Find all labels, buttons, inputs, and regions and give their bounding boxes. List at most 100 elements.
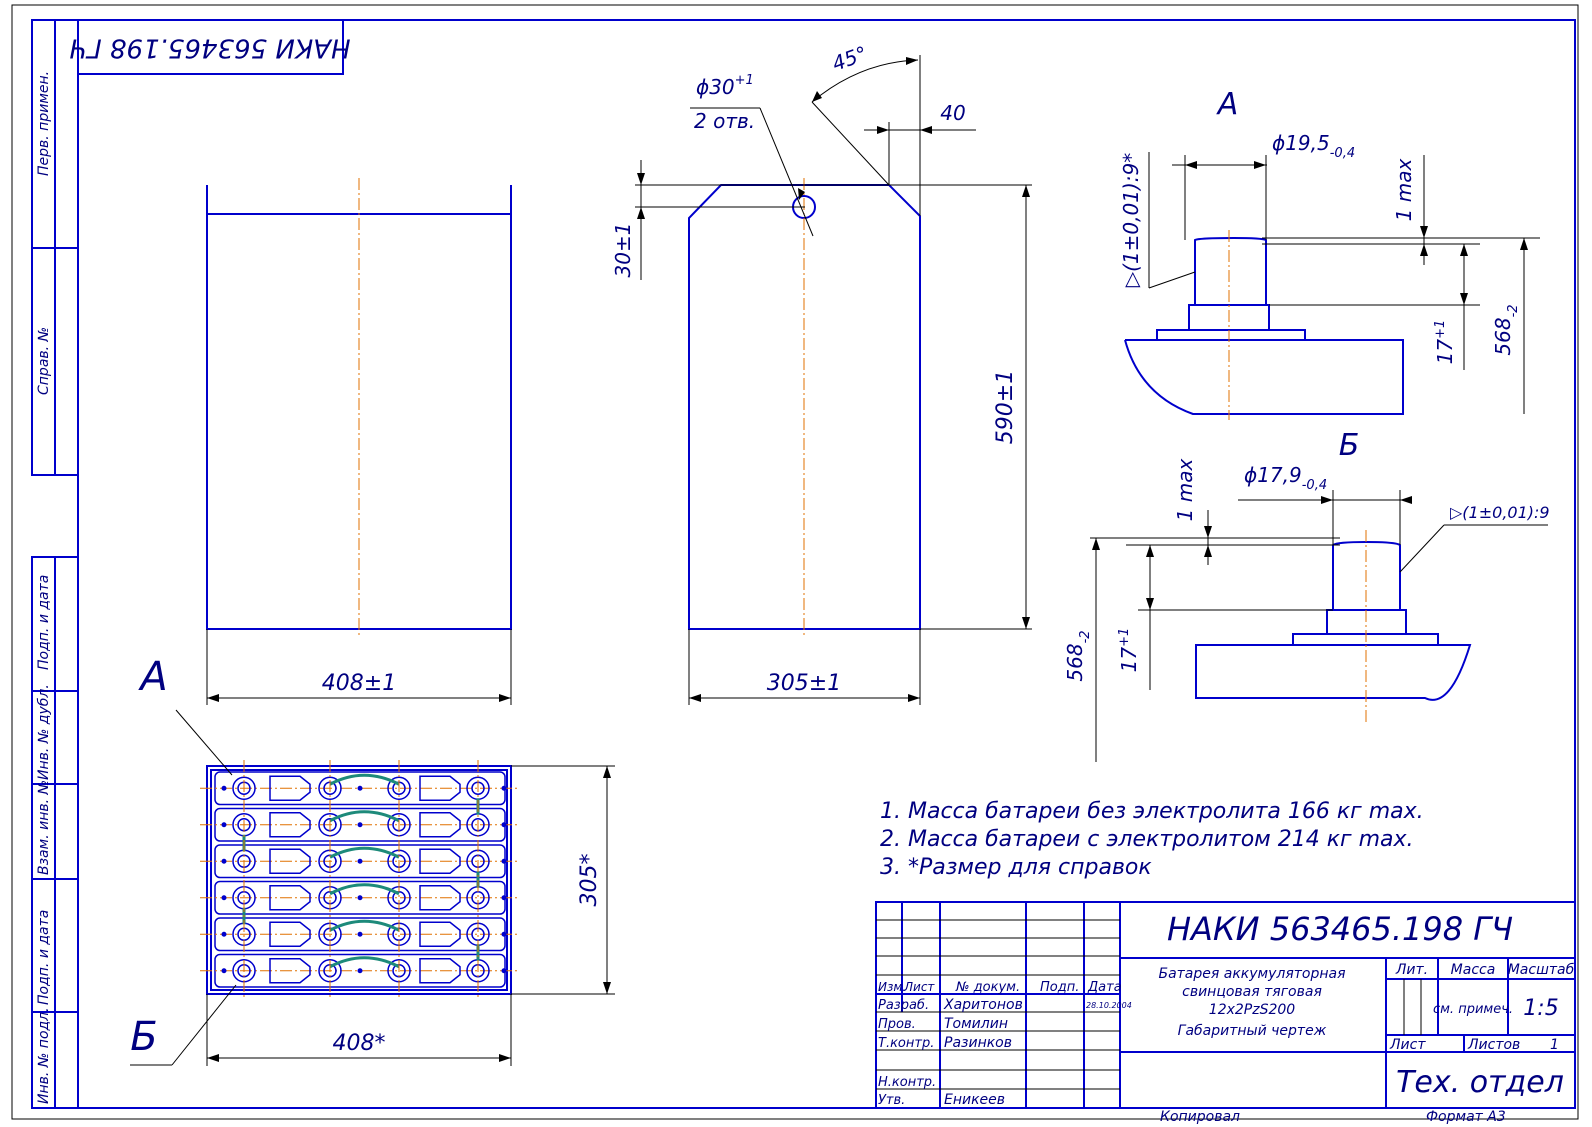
cell-marker <box>357 822 363 828</box>
view-a-max: 1 max <box>1392 159 1416 222</box>
title-line: 12х2PzS200 <box>1209 1002 1295 1018</box>
front-view: 408±1 <box>206 178 512 705</box>
cell-marker <box>501 931 507 937</box>
vent-plug <box>419 885 461 911</box>
side-label: Взам. инв. № <box>36 780 52 875</box>
org-name: Тех. отдел <box>1396 1065 1564 1100</box>
role-norm-control: Н.контр. <box>878 1075 936 1090</box>
note-3: 3. *Размер для справок <box>880 855 1152 880</box>
callout-b: Б <box>130 1014 157 1060</box>
role-tech-control: Т.контр. <box>878 1036 934 1051</box>
col-header-date: Дата <box>1087 980 1122 995</box>
cell-marker <box>221 895 227 901</box>
vent-plug <box>419 775 461 801</box>
vent-plug <box>269 848 311 874</box>
side-label: Подп. и дата <box>36 575 52 670</box>
view-b-h17: 17+1 <box>1117 628 1141 673</box>
title-line: Габаритный чертеж <box>1178 1023 1327 1039</box>
side-margin-table: Перв. примен. Справ. № Подп. и дата Инв.… <box>31 19 79 1109</box>
doc-number: НАКИ 563465.198 ГЧ <box>1167 910 1513 948</box>
cell-marker <box>501 822 507 828</box>
terminal-post <box>387 776 411 800</box>
dim-plan-width: 408* <box>333 1031 386 1056</box>
vent-plug <box>269 812 311 838</box>
dim-side-width: 305±1 <box>767 671 841 696</box>
role-developer: Разраб. <box>878 998 929 1013</box>
sheets-label: Листов <box>1467 1037 1520 1053</box>
vent-plug <box>269 958 311 984</box>
cell-marker <box>357 931 363 937</box>
role-checker: Пров. <box>878 1017 916 1032</box>
note-1: 1. Масса батареи без электролита 166 кг … <box>880 799 1424 824</box>
view-b-taper: ▷(1±0,01):9 <box>1450 503 1550 522</box>
terminal-post <box>232 776 256 800</box>
cell-connector <box>329 883 400 896</box>
cell-marker <box>357 968 363 974</box>
cell-marker <box>357 785 363 791</box>
vent-plug <box>419 958 461 984</box>
terminal-post <box>318 776 342 800</box>
view-a-dia: ϕ19,5-0,4 <box>1272 131 1355 161</box>
cell-connector <box>329 810 400 823</box>
lit-label: Лит. <box>1395 962 1428 978</box>
vent-plug <box>419 848 461 874</box>
vent-plug <box>419 921 461 947</box>
cell-marker <box>221 931 227 937</box>
col-header-izm: Изм. <box>878 980 906 994</box>
view-b-label: Б <box>1339 428 1360 463</box>
vent-plug <box>269 921 311 947</box>
side-label: Справ. № <box>36 327 52 395</box>
mass-label: Масса <box>1451 962 1496 978</box>
cell-marker <box>221 785 227 791</box>
side-view: 30±1 590±1 305±1 45° 40 ϕ30+1 2 отв. <box>611 41 1032 705</box>
cell-connector <box>329 956 400 969</box>
cell-marker <box>221 858 227 864</box>
sheet-frame <box>11 4 1579 1120</box>
scale-label: Масштаб <box>1508 962 1575 978</box>
col-header-list: Лист <box>903 980 935 994</box>
doc-number-rotated: НАКИ 563465.198 ГЧ <box>69 33 350 63</box>
vent-plug <box>269 775 311 801</box>
title-line: свинцовая тяговая <box>1182 984 1322 1000</box>
cell-connector <box>329 773 400 786</box>
note-2: 2. Масса батареи с электролитом 214 кг m… <box>880 827 1414 852</box>
copied-by: Копировал <box>1160 1109 1240 1125</box>
vent-plug <box>269 885 311 911</box>
callout-a: А <box>137 654 167 700</box>
side-label: Инв. № подл. <box>36 1007 52 1104</box>
role-approver: Утв. <box>878 1093 905 1108</box>
col-header-doc: № докум. <box>955 980 1020 995</box>
notes: 1. Масса батареи без электролита 166 кг … <box>880 799 1424 880</box>
dim-hole-count: 2 отв. <box>694 109 755 133</box>
title-line: Батарея аккумуляторная <box>1158 966 1345 982</box>
scale-value: 1:5 <box>1523 996 1558 1021</box>
plan-view: 305* 408* А Б <box>130 654 615 1066</box>
name-tech-control: Разинков <box>944 1035 1012 1051</box>
dim-plan-height: 305* <box>577 854 602 907</box>
cell-marker <box>501 785 507 791</box>
view-b-max: 1 max <box>1173 459 1197 522</box>
sheet-label: Лист <box>1389 1037 1426 1053</box>
cell-marker <box>501 968 507 974</box>
sheets-value: 1 <box>1550 1037 1559 1053</box>
title-block: Изм. Лист № докум. Подп. Дата Разраб. Ха… <box>875 901 1576 1125</box>
dim-front-width: 408±1 <box>322 671 396 696</box>
col-header-sign: Подп. <box>1040 980 1079 995</box>
dim-hole-dia: ϕ30+1 <box>696 73 754 99</box>
detail-view-b: Б ϕ17,9-0,4 1 max 17+1 568-2 ▷(1±0,01):9 <box>1063 428 1550 762</box>
view-a-label: А <box>1216 87 1239 122</box>
view-a-h17: 17+1 <box>1433 320 1457 365</box>
mass-value: см. примеч. <box>1433 1002 1513 1017</box>
dim-hole-offset: 30±1 <box>611 223 635 278</box>
detail-view-a: А ϕ19,5-0,4 1 max 17+1 568-2 ▷(1±0,01):9… <box>1119 87 1540 420</box>
view-a-h568: 568-2 <box>1491 304 1521 355</box>
rotated-doc-number: НАКИ 563465.198 ГЧ <box>69 19 351 75</box>
side-label: Подп. и дата <box>36 910 52 1005</box>
sheet-format: Формат А3 <box>1426 1109 1506 1125</box>
date-developer: 28.10.2004 <box>1086 1001 1132 1010</box>
cell-marker <box>221 968 227 974</box>
name-checker: Томилин <box>944 1016 1008 1032</box>
name-developer: Харитонов <box>943 997 1023 1013</box>
vent-plug <box>419 812 461 838</box>
